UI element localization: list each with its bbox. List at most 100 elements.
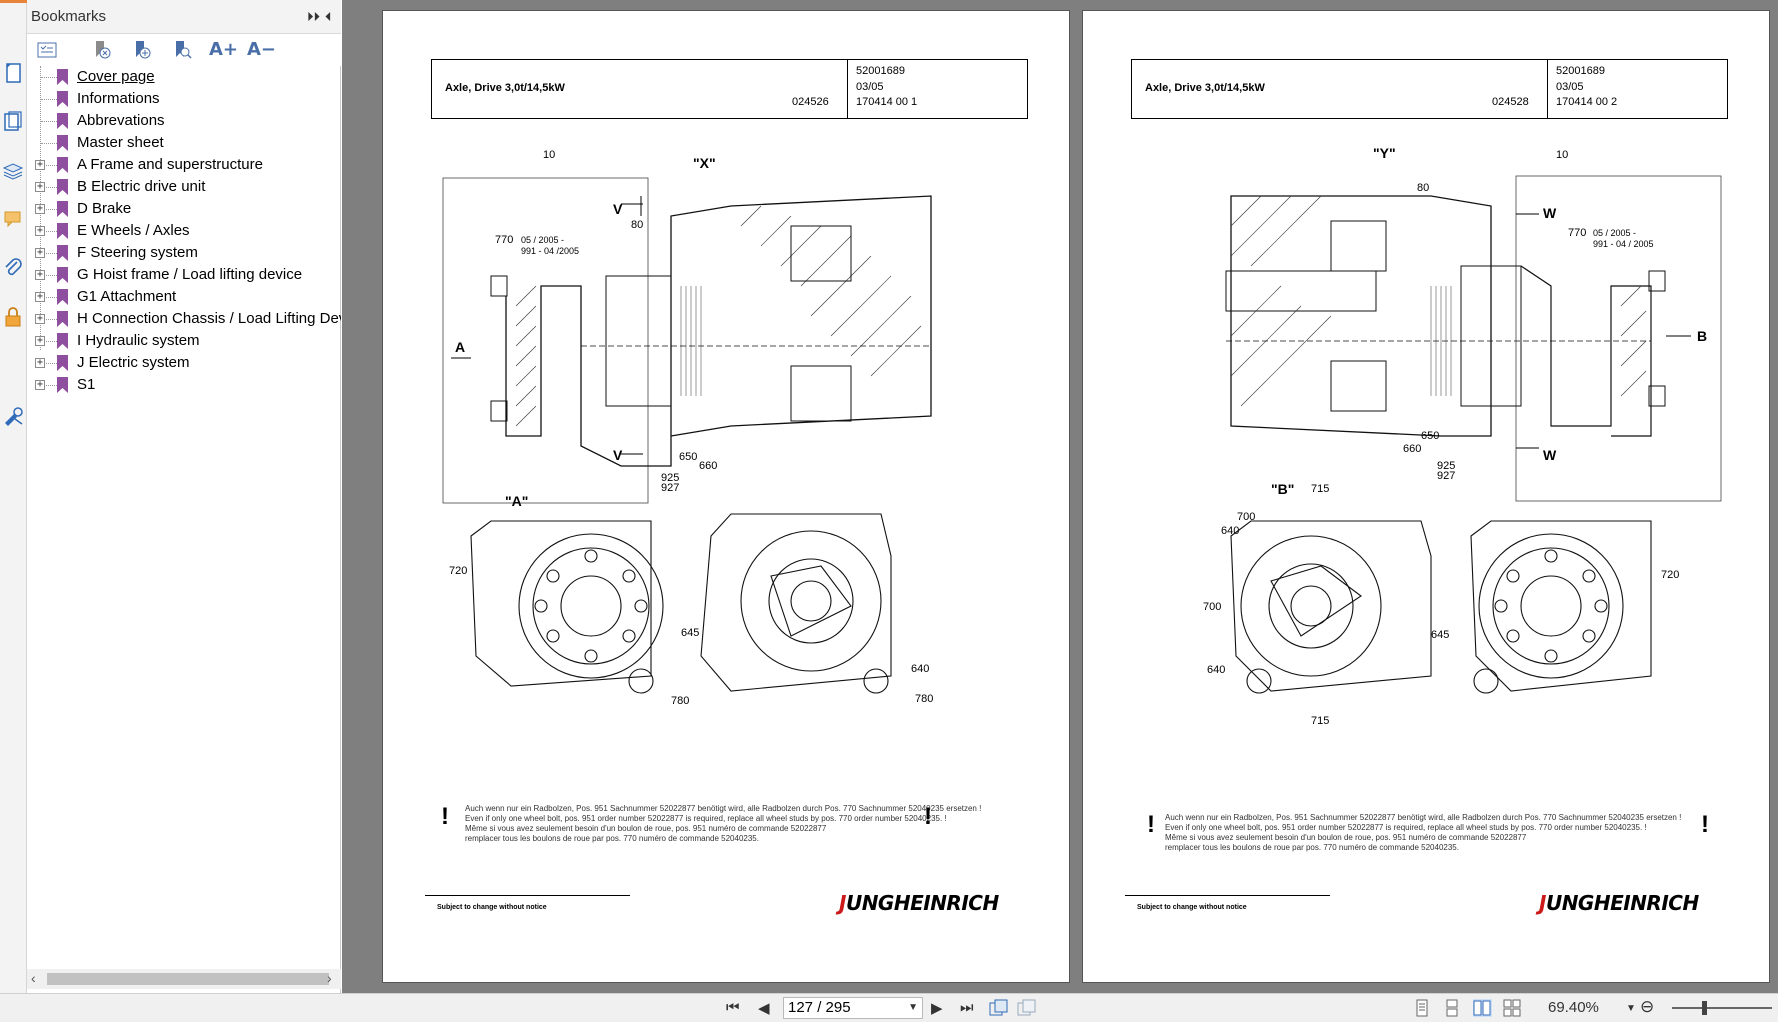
label-770: 770: [1568, 227, 1586, 239]
note-line-fr-1: Même si vous avez seulement besoin d'un …: [465, 824, 827, 833]
comments-icon[interactable]: [2, 208, 24, 230]
bookmark-item[interactable]: +I Hydraulic system: [27, 330, 341, 352]
bookmark-item[interactable]: Abbrevations: [27, 110, 341, 132]
bookmark-item[interactable]: +G Hoist frame / Load lifting device: [27, 264, 341, 286]
find-bookmark-icon[interactable]: [169, 38, 193, 62]
bookmark-flag-icon: [57, 289, 68, 305]
bookmark-flag-icon: [57, 157, 68, 173]
left-icon-rail: [0, 0, 27, 1022]
last-page-icon[interactable]: ⏭: [960, 999, 974, 1016]
expand-panel-icon[interactable]: ⏵⏵: [307, 9, 320, 24]
bookmark-item[interactable]: +F Steering system: [27, 242, 341, 264]
note-line-de: Auch wenn nur ein Radbolzen, Pos. 951 Sa…: [1165, 813, 1682, 822]
label-range-1: 05 / 2005 -: [1593, 228, 1636, 238]
increase-font-button[interactable]: A+: [209, 39, 239, 60]
bookmark-item[interactable]: +E Wheels / Axles: [27, 220, 341, 242]
warning-mark-right: !: [924, 803, 932, 830]
pdf-page-left: Axle, Drive 3,0t/14,5kW 024526 52001689 …: [382, 10, 1070, 983]
label-925: 925: [661, 472, 679, 484]
expand-icon[interactable]: +: [35, 291, 45, 302]
delete-bookmark-icon[interactable]: [89, 38, 113, 62]
bookmark-item[interactable]: Cover page: [27, 66, 341, 88]
facing-view-icon[interactable]: [1472, 999, 1492, 1017]
bookmark-item[interactable]: +J Electric system: [27, 352, 341, 374]
single-page-view-icon[interactable]: [1412, 999, 1432, 1017]
chevron-down-icon[interactable]: ▼: [908, 1002, 918, 1013]
bookmark-label: A Frame and superstructure: [77, 156, 263, 173]
expand-icon[interactable]: +: [35, 269, 45, 280]
zoom-level[interactable]: 69.40%: [1548, 999, 1599, 1016]
expand-icon[interactable]: +: [35, 357, 45, 368]
scroll-left-icon[interactable]: ‹: [31, 970, 36, 986]
bookmark-flag-icon: [57, 355, 68, 371]
page-number-field[interactable]: 127 / 295 ▼: [783, 997, 923, 1019]
label-700-bottom: 700: [1203, 601, 1221, 613]
bookmarks-horizontal-scrollbar[interactable]: ‹ ›: [27, 969, 341, 989]
scroll-right-icon[interactable]: ›: [327, 970, 332, 986]
pdf-page-right: Axle, Drive 3,0t/14,5kW 024528 52001689 …: [1082, 10, 1770, 983]
zoom-dropdown-icon[interactable]: ▼: [1626, 1003, 1636, 1014]
lock-icon[interactable]: [2, 306, 24, 328]
label-660: 660: [699, 460, 717, 472]
next-view-icon[interactable]: [1016, 999, 1036, 1017]
expand-icon[interactable]: +: [35, 181, 45, 192]
bookmark-item[interactable]: Informations: [27, 88, 341, 110]
zoom-out-icon[interactable]: ⊖: [1640, 997, 1655, 1016]
bookmarks-toolbar: A+ A−: [27, 34, 341, 66]
sheet-number: 170414 00 2: [1556, 96, 1618, 108]
axle-drawing-left: 10 "X" V 80 770 05 / 2005 - 991 - 04 /20…: [442, 149, 933, 707]
previous-page-icon[interactable]: ◀: [758, 1000, 770, 1017]
continuous-facing-view-icon[interactable]: [1502, 999, 1522, 1017]
note-line-fr-1: Même si vous avez seulement besoin d'un …: [1165, 833, 1527, 842]
layers-icon[interactable]: [2, 160, 24, 182]
previous-view-icon[interactable]: [988, 999, 1008, 1017]
signature-icon[interactable]: [2, 404, 24, 426]
label-10: 10: [543, 149, 555, 161]
warning-mark-left: !: [441, 803, 449, 830]
zoom-slider-thumb[interactable]: [1702, 1001, 1707, 1015]
bookmark-options-icon[interactable]: [35, 38, 59, 62]
continuous-view-icon[interactable]: [1442, 999, 1462, 1017]
attachment-icon[interactable]: [2, 256, 24, 278]
bookmark-item[interactable]: + A Frame and superstructure: [27, 154, 341, 176]
label-925: 925: [1437, 460, 1455, 472]
decrease-font-button[interactable]: A−: [247, 39, 277, 60]
zoom-slider[interactable]: [1672, 1007, 1772, 1009]
issue-date: 03/05: [856, 81, 884, 93]
bookmark-item[interactable]: + S1: [27, 374, 341, 396]
bookmark-item[interactable]: +D Brake: [27, 198, 341, 220]
bookmarks-title: Bookmarks: [31, 8, 107, 25]
bookmark-item[interactable]: +B Electric drive unit: [27, 176, 341, 198]
expand-icon[interactable]: +: [35, 313, 45, 324]
page-thumbnail-icon[interactable]: [2, 62, 24, 84]
bookmark-label: S1: [77, 376, 96, 393]
add-bookmark-icon[interactable]: [129, 38, 153, 62]
label-927: 927: [661, 482, 679, 494]
bookmark-item[interactable]: +G1 Attachment: [27, 286, 341, 308]
note-line-fr-2: remplacer tous les boulons de roue par p…: [465, 834, 759, 843]
scrollbar-thumb[interactable]: [47, 973, 329, 985]
expand-icon[interactable]: +: [35, 159, 45, 170]
bookmark-label: H Connection Chassis / Load Lifting Devi: [77, 310, 341, 327]
bookmark-item[interactable]: Master sheet: [27, 132, 341, 154]
pages-panel-icon[interactable]: [2, 110, 24, 132]
label-640-bottom: 640: [1207, 664, 1225, 676]
label-650: 650: [679, 451, 697, 463]
document-viewport[interactable]: Axle, Drive 3,0t/14,5kW 024526 52001689 …: [342, 0, 1778, 993]
first-page-icon[interactable]: ⏮: [726, 999, 740, 1016]
bookmark-flag-icon: [57, 333, 68, 349]
expand-icon[interactable]: +: [35, 225, 45, 236]
bookmark-flag-icon: [57, 267, 68, 283]
expand-icon[interactable]: +: [35, 247, 45, 258]
bookmark-item[interactable]: + H Connection Chassis / Load Lifting Dev…: [27, 308, 341, 330]
next-page-icon[interactable]: ▶: [931, 1000, 943, 1017]
expand-icon[interactable]: +: [35, 203, 45, 214]
expand-icon[interactable]: +: [35, 379, 45, 390]
warning-mark-right: !: [1701, 811, 1709, 838]
label-b-arrow: B: [1697, 328, 1707, 344]
collapse-panel-icon[interactable]: ⏴: [325, 9, 332, 24]
bookmark-label: Abbrevations: [77, 112, 165, 129]
expand-icon[interactable]: +: [35, 335, 45, 346]
axle-drawing-right: "Y" 10 80 W 770 05 / 2005 - 991 - 04 / 2…: [1203, 145, 1722, 727]
bookmark-flag-icon: [57, 91, 68, 107]
